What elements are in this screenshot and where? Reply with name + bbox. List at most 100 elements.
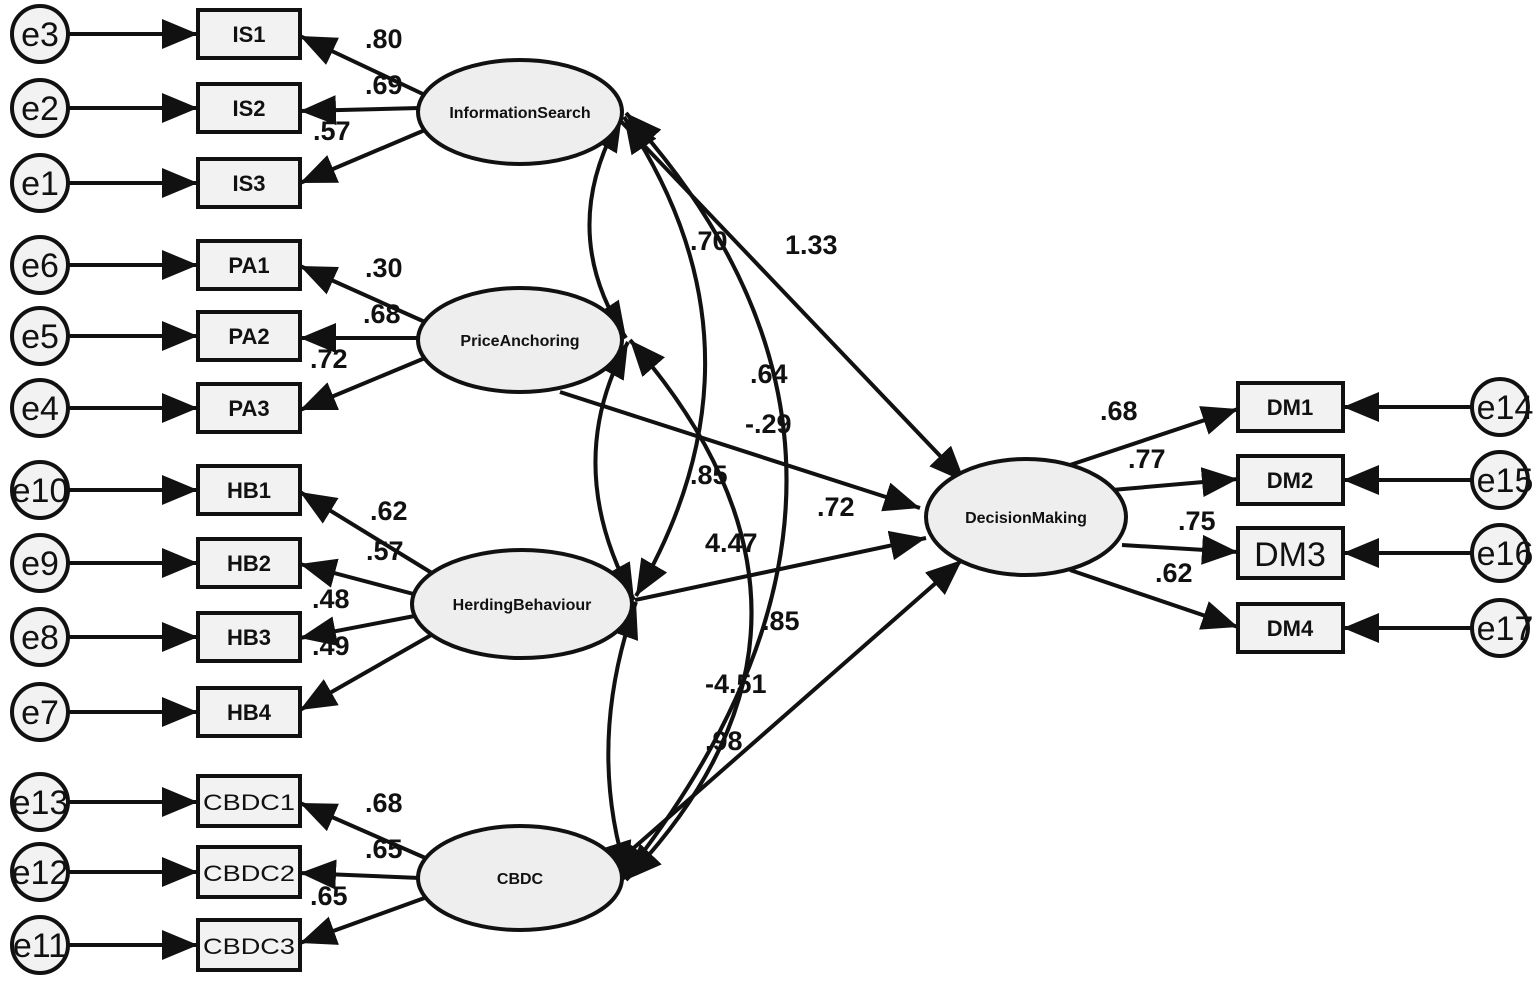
error-circles-right: e14 e15 e16 e17 [1470,377,1534,658]
coef-is2: .69 [365,70,403,100]
error-label: e10 [12,472,69,510]
indicator-label: CBDC2 [203,861,295,886]
coef-hb3: .48 [312,584,350,614]
indicator-label: IS1 [232,22,265,47]
indicator-label: HB3 [227,625,271,650]
coef-dm3: .75 [1178,506,1216,536]
coef-path-is-dm: 1.33 [785,230,838,260]
error-arrows-left [68,19,198,960]
indicator-label: DM1 [1267,395,1313,420]
coef-cov-pa-cbdc: .85 [762,606,800,636]
loading-arrow-cbdc3 [299,894,431,945]
error-label: e3 [21,16,59,54]
error-label: e4 [21,390,59,428]
indicator-hb4: HB4 [196,686,302,738]
indicator-cbdc3: CBDC3 [196,918,302,972]
indicator-is1: IS1 [196,8,302,60]
coef-cov-is-cbdc: .72 [817,492,855,522]
error-label: e13 [12,784,69,822]
error-e2: e2 [10,78,70,138]
indicator-hb3: HB3 [196,611,302,663]
error-label: e16 [1477,535,1534,573]
indicator-label: CBDC1 [203,790,295,815]
cov-pa-hb [593,341,636,601]
latent-label: HerdingBehaviour [453,597,592,614]
coef-path-hb-dm: 4.47 [705,528,758,558]
indicator-cbdc2: CBDC2 [196,845,302,899]
error-circles-left: e3 e2 e1 e6 e5 e4 e10 e9 e8 e7 e13 e12 e… [10,4,70,975]
error-e15: e15 [1470,450,1534,510]
loading-arrow-hb3 [299,612,426,646]
indicator-pa3: PA3 [196,382,302,434]
latent-label: InformationSearch [449,105,590,122]
coef-cbdc1: .68 [365,788,403,818]
coef-is3: .57 [313,116,351,146]
indicator-label: PA1 [228,253,269,278]
coef-path-cbdc-dm: -4.51 [705,669,767,699]
error-label: e7 [21,694,59,732]
loading-arrow-is2 [299,95,421,126]
latent-herding-behaviour: HerdingBehaviour [410,548,634,660]
latent-information-search: InformationSearch [416,58,624,166]
coef-cov-is-pa: .70 [690,226,728,256]
indicator-hb2: HB2 [196,537,302,589]
indicator-dm3: DM3 [1236,526,1345,580]
indicator-label: PA2 [228,324,269,349]
indicator-pa1: PA1 [196,239,302,291]
indicator-dm4: DM4 [1236,602,1345,654]
structural-coefficients: 1.33 -.29 4.47 -4.51 .70 .64 .72 .85 .85… [690,226,855,756]
latent-label: DecisionMaking [965,510,1087,527]
cov-hb-cbdc [602,601,639,879]
error-e13: e13 [10,772,70,832]
indicator-boxes-left: IS1 IS2 IS3 PA1 PA2 PA3 HB1 HB2 HB3 HB4 … [196,8,302,972]
error-e7: e7 [10,682,70,742]
error-e14: e14 [1470,377,1534,437]
loading-arrow-pa3 [299,356,426,412]
latent-label: PriceAnchoring [460,333,579,350]
structural-paths [559,113,967,862]
coef-hb4: .49 [312,631,350,661]
coef-is1: .80 [365,24,403,54]
loading-arrow-pa1 [299,264,426,324]
coef-pa2: .68 [363,299,401,329]
coef-cov-pa-hb: .85 [690,460,728,490]
coef-cbdc3: .65 [310,881,348,911]
loading-arrow-is1 [299,34,426,97]
latent-variables: InformationSearch PriceAnchoring Herding… [410,58,1128,932]
error-label: e12 [12,854,69,892]
latent-cbdc: CBDC [416,824,624,932]
indicator-label: DM3 [1254,536,1326,574]
error-label: e14 [1477,389,1534,427]
indicator-label: HB2 [227,551,271,576]
loading-arrow-dm4 [1069,568,1239,630]
error-label: e1 [21,165,59,203]
cov-is-pa [587,113,628,340]
coef-pa3: .72 [310,344,348,374]
indicator-cbdc1: CBDC1 [196,774,302,828]
path-cbdc-dm [618,558,964,862]
coef-hb2: .57 [366,536,404,566]
indicator-label: DM4 [1267,616,1314,641]
error-e9: e9 [10,533,70,593]
error-label: e15 [1477,462,1534,500]
latent-price-anchoring: PriceAnchoring [416,286,624,394]
loading-arrow-dm3 [1121,534,1239,565]
coef-pa1: .30 [365,253,403,283]
error-e8: e8 [10,607,70,667]
loading-arrow-hb1 [298,490,442,580]
loading-coefficients: .80 .69 .57 .30 .68 .72 .62 .57 .48 .49 … [310,24,1216,911]
error-e11: e11 [10,915,70,975]
loading-arrow-hb4 [299,628,441,712]
cov-is-hb [622,115,707,598]
indicator-label: HB4 [227,700,272,725]
error-e12: e12 [10,842,70,902]
indicator-label: DM2 [1267,468,1313,493]
cov-is-cbdc [618,111,789,884]
cov-pa-cbdc [624,338,754,882]
indicator-label: HB1 [227,478,271,503]
coef-path-pa-dm: -.29 [745,409,792,439]
error-label: e11 [13,927,67,965]
error-e10: e10 [10,460,70,520]
error-e3: e3 [10,4,70,64]
